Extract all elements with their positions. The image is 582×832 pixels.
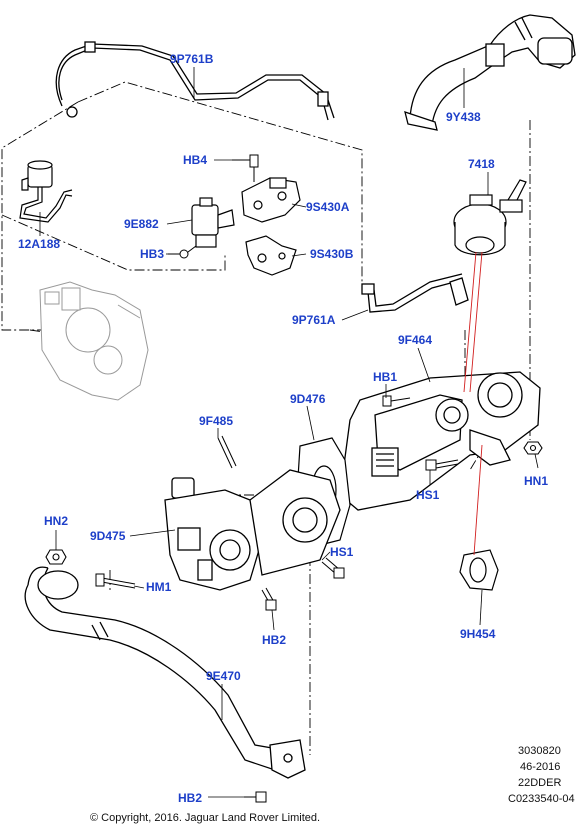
callout-hn1: HN1	[524, 474, 549, 488]
callout-hn2: HN2	[44, 514, 69, 528]
callout-hb2-lower: HB2	[178, 791, 203, 805]
bolt-hb1	[382, 395, 411, 407]
callout-9d476: 9D476	[290, 392, 326, 406]
nut-hn1	[523, 441, 543, 455]
bolt-hb2-upper	[261, 587, 277, 611]
egr-cooler-9f464	[339, 371, 541, 511]
callout-9y438: 9Y438	[446, 110, 481, 124]
egr-valve-9d475	[164, 469, 341, 591]
stud-hs1-upper	[425, 459, 459, 471]
reference-line-4: C0233540-04	[508, 793, 575, 805]
gasket-9h454	[459, 549, 499, 591]
stud-hm1	[95, 573, 136, 589]
stud-9f485	[217, 435, 237, 469]
callout-9h454: 9H454	[460, 627, 496, 641]
callout-9s430a: 9S430A	[306, 200, 350, 214]
solenoid-9e882	[191, 197, 235, 248]
callout-9p761b: 9P761B	[170, 52, 214, 66]
callout-7418: 7418	[468, 157, 495, 171]
fuel-pump-outline	[39, 281, 149, 401]
copyright-notice: © Copyright, 2016. Jaguar Land Rover Lim…	[90, 812, 321, 824]
bolt-hb4	[232, 154, 259, 182]
callout-hb1: HB1	[373, 370, 398, 384]
callout-9s430b: 9S430B	[310, 247, 354, 261]
leader-lines	[39, 67, 539, 798]
callout-12a188: 12A188	[18, 237, 61, 251]
callout-9e470: 9E470	[206, 669, 241, 683]
callout-hs1-lower: HS1	[330, 545, 354, 559]
callout-hs1-upper: HS1	[416, 488, 440, 502]
pipe-9p761b	[55, 41, 335, 121]
bracket-9s430b	[245, 235, 297, 276]
callout-9d475: 9D475	[90, 529, 126, 543]
actuator-7418	[453, 179, 527, 256]
reference-line-2: 46-2016	[520, 761, 561, 773]
alignment-lines	[463, 251, 483, 556]
bracket-9s430a	[241, 177, 301, 223]
callout-9f485: 9F485	[199, 414, 234, 428]
callout-hm1: HM1	[146, 580, 172, 594]
callout-9f464: 9F464	[398, 333, 433, 347]
pipe-9e470	[24, 566, 306, 779]
callout-hb2-upper: HB2	[262, 633, 287, 647]
hose-9y438	[404, 14, 576, 131]
nut-hn2	[45, 549, 67, 565]
reference-line-1: 3030820	[518, 745, 561, 757]
pipe-9p761a	[361, 273, 469, 313]
reference-line-3: 22DDER	[518, 777, 562, 789]
bolt-hb2-lower	[244, 791, 267, 803]
stud-hs1-lower	[321, 557, 345, 579]
callout-hb4: HB4	[183, 153, 208, 167]
callout-9e882: 9E882	[124, 217, 159, 231]
callout-9p761a: 9P761A	[292, 313, 336, 327]
sensor-12a188	[19, 160, 73, 223]
callout-hb3: HB3	[140, 247, 165, 261]
bolt-hb3	[168, 245, 197, 259]
